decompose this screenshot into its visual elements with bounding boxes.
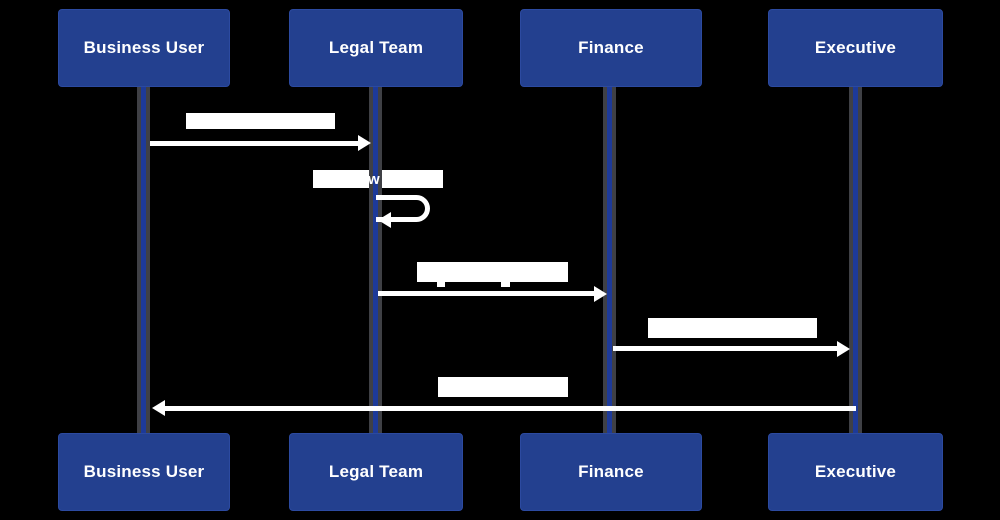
actor-label: Legal Team — [328, 38, 424, 57]
actor-label: Finance — [578, 38, 644, 57]
message-label — [438, 377, 568, 397]
message-line — [378, 291, 594, 296]
message-label — [648, 318, 817, 338]
message-label — [186, 113, 335, 129]
message-label — [417, 262, 568, 282]
lifeline-business-user — [137, 87, 150, 433]
actor-bottom-finance: Finance — [520, 433, 702, 511]
actor-top-legal-team: Legal Team — [289, 9, 463, 87]
glyph-descender — [501, 281, 510, 287]
lifeline-core — [373, 87, 378, 433]
message-line — [150, 141, 358, 146]
arrowhead-left-icon — [378, 212, 391, 228]
actor-label: Executive — [814, 462, 897, 481]
self-message-loop — [376, 195, 430, 222]
arrowhead-left-icon — [152, 400, 165, 416]
actor-label: Executive — [814, 38, 897, 57]
actor-label: Business User — [83, 38, 205, 57]
lifeline-finance — [603, 87, 616, 433]
actor-top-executive: Executive — [768, 9, 943, 87]
lifeline-core — [607, 87, 612, 433]
actor-bottom-business-user: Business User — [58, 433, 230, 511]
actor-top-business-user: Business User — [58, 9, 230, 87]
lifeline-core — [141, 87, 146, 433]
message-line — [165, 406, 856, 411]
lifeline-executive — [849, 87, 862, 433]
arrowhead-right-icon — [594, 286, 607, 302]
actor-bottom-executive: Executive — [768, 433, 943, 511]
label-fragment-w: w — [368, 171, 380, 188]
actor-bottom-legal-team: Legal Team — [289, 433, 463, 511]
actor-top-finance: Finance — [520, 9, 702, 87]
arrowhead-right-icon — [358, 135, 371, 151]
lifeline-core — [853, 87, 858, 433]
message-line — [613, 346, 837, 351]
actor-label: Business User — [83, 462, 205, 481]
actor-label: Finance — [578, 462, 644, 481]
lifeline-legal-team — [369, 87, 382, 433]
arrowhead-right-icon — [837, 341, 850, 357]
actor-label: Legal Team — [328, 462, 424, 481]
glyph-descender — [437, 281, 445, 287]
